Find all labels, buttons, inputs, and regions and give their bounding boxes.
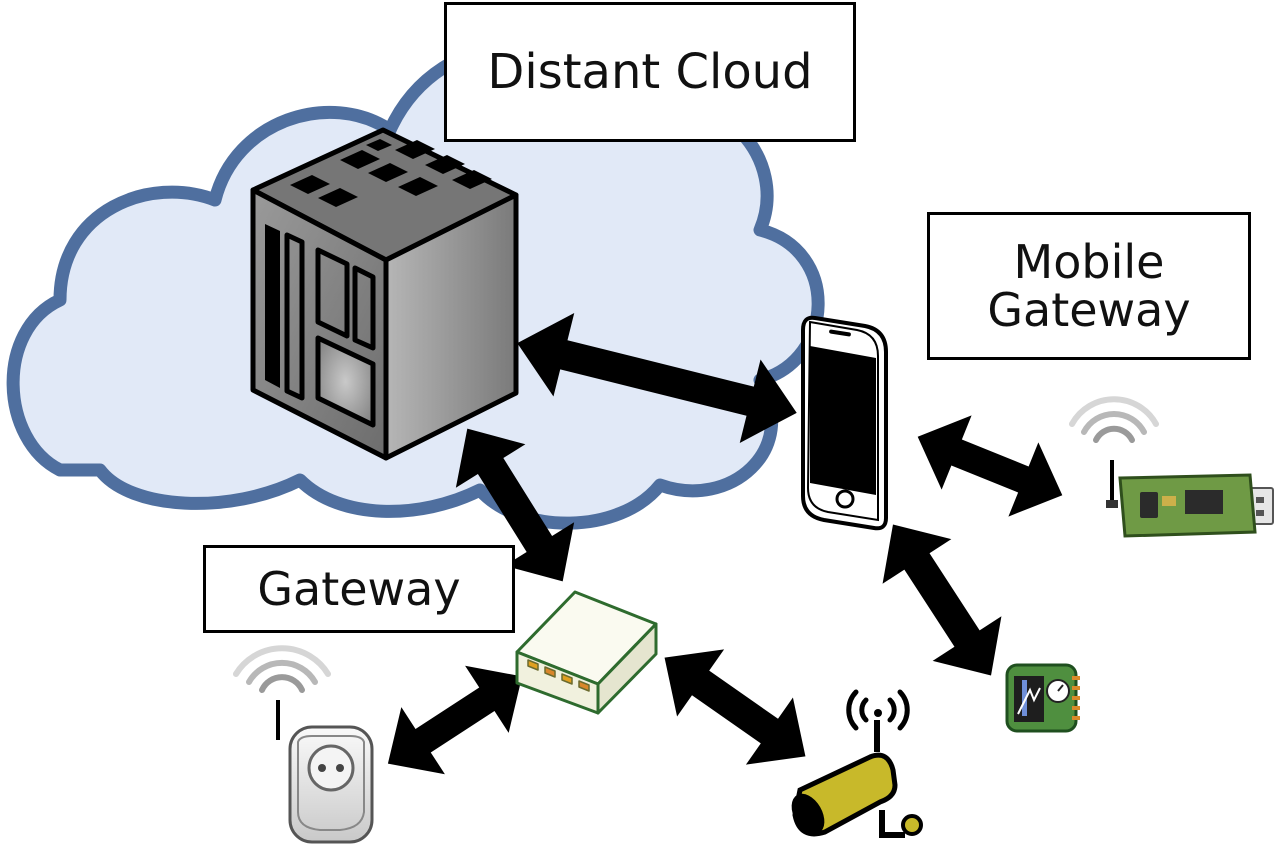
mobile-gateway-label: Mobile Gateway [927, 212, 1251, 360]
distant-cloud-text: Distant Cloud [487, 43, 813, 100]
mobile-gateway-text-line1: Mobile [1013, 234, 1165, 289]
smart-plug-icon [276, 700, 374, 844]
arrows [387, 313, 1063, 775]
wifi-signal-icon [233, 645, 331, 693]
mobile-gateway-text-line2: Gateway [987, 283, 1191, 337]
router-icon [515, 590, 658, 715]
sensor-board-icon [1005, 663, 1080, 733]
wifi-signal-icon [1069, 396, 1159, 443]
server-icon [250, 127, 519, 461]
arrow-phone-sensor [882, 524, 1002, 676]
wifi-signal-icon [846, 689, 910, 731]
arrow-server-phone [517, 313, 797, 443]
distant-cloud-label: Distant Cloud [444, 2, 856, 142]
camera-icon [791, 709, 923, 838]
arrow-gateway-camera [664, 649, 806, 765]
arrow-gateway-plug [387, 665, 523, 775]
gateway-label: Gateway [203, 545, 515, 633]
usb-dongle-icon [1106, 460, 1274, 538]
gateway-text: Gateway [257, 561, 461, 616]
arrow-server-gateway [455, 428, 575, 582]
smartphone-icon [801, 315, 888, 531]
arrow-phone-usb [917, 415, 1063, 517]
